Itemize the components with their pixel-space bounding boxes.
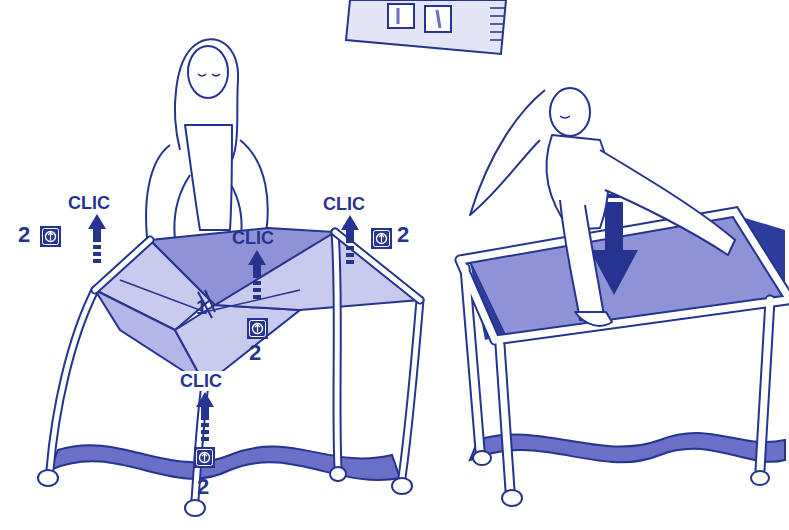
playard-folded <box>38 228 420 516</box>
callout-text: CLIC <box>178 371 224 391</box>
callout-text: 2 <box>197 476 209 498</box>
callout-text: CLIC <box>232 229 274 247</box>
package <box>346 0 506 54</box>
woman-right <box>470 88 735 326</box>
bassinet <box>460 178 787 506</box>
callout-text: 1 <box>196 297 207 317</box>
push-arrows <box>88 214 359 441</box>
callout-text: 2 <box>18 224 30 246</box>
callout-text: CLIC <box>68 194 110 212</box>
click-icons <box>40 226 392 468</box>
callout-text: CLIC <box>323 195 365 213</box>
callout-text: 2 <box>249 342 261 364</box>
callout-text: 2 <box>397 224 409 246</box>
